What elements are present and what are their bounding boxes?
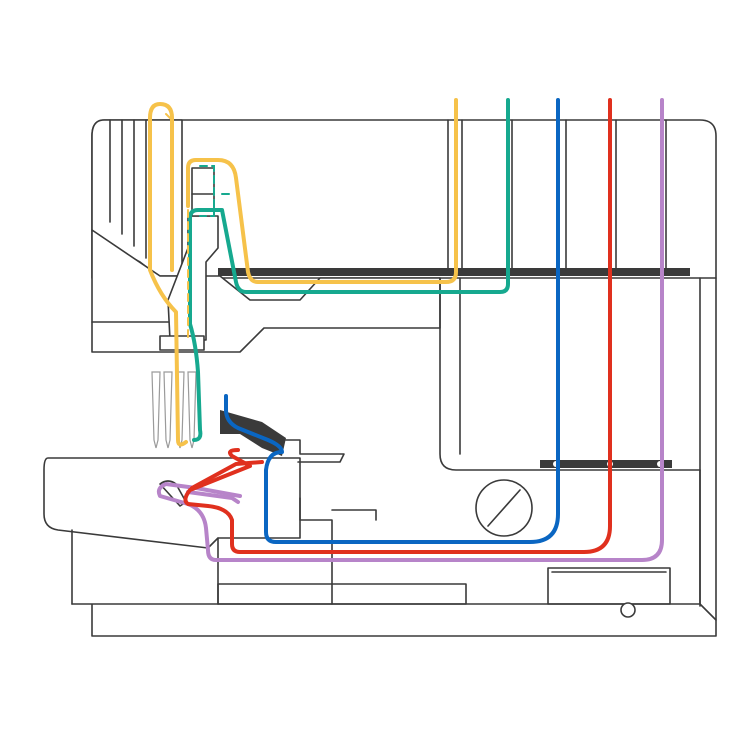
chain-looper-hook [186,490,240,504]
lower-looper-hook [190,460,264,490]
right-needle-thread-guide [199,165,233,217]
upper-looper-thread [224,98,560,544]
lower-looper-thread [183,98,612,554]
needle-2 [163,371,173,449]
right-needle-thread [188,98,510,442]
needle-bar [167,215,219,341]
bed-plate [43,457,301,549]
needle-1 [151,371,161,449]
chain-looper-thread [156,98,664,562]
needle-clamp [159,335,205,351]
handwheel-icon [620,602,636,618]
left-needle-thread [148,98,458,447]
screw-icon [475,479,533,537]
needle-4 [187,371,197,449]
base-frame [71,603,717,637]
lower-rail [540,460,672,468]
bottom-panel [547,567,671,605]
needles [151,371,197,449]
column-frame [439,277,701,471]
